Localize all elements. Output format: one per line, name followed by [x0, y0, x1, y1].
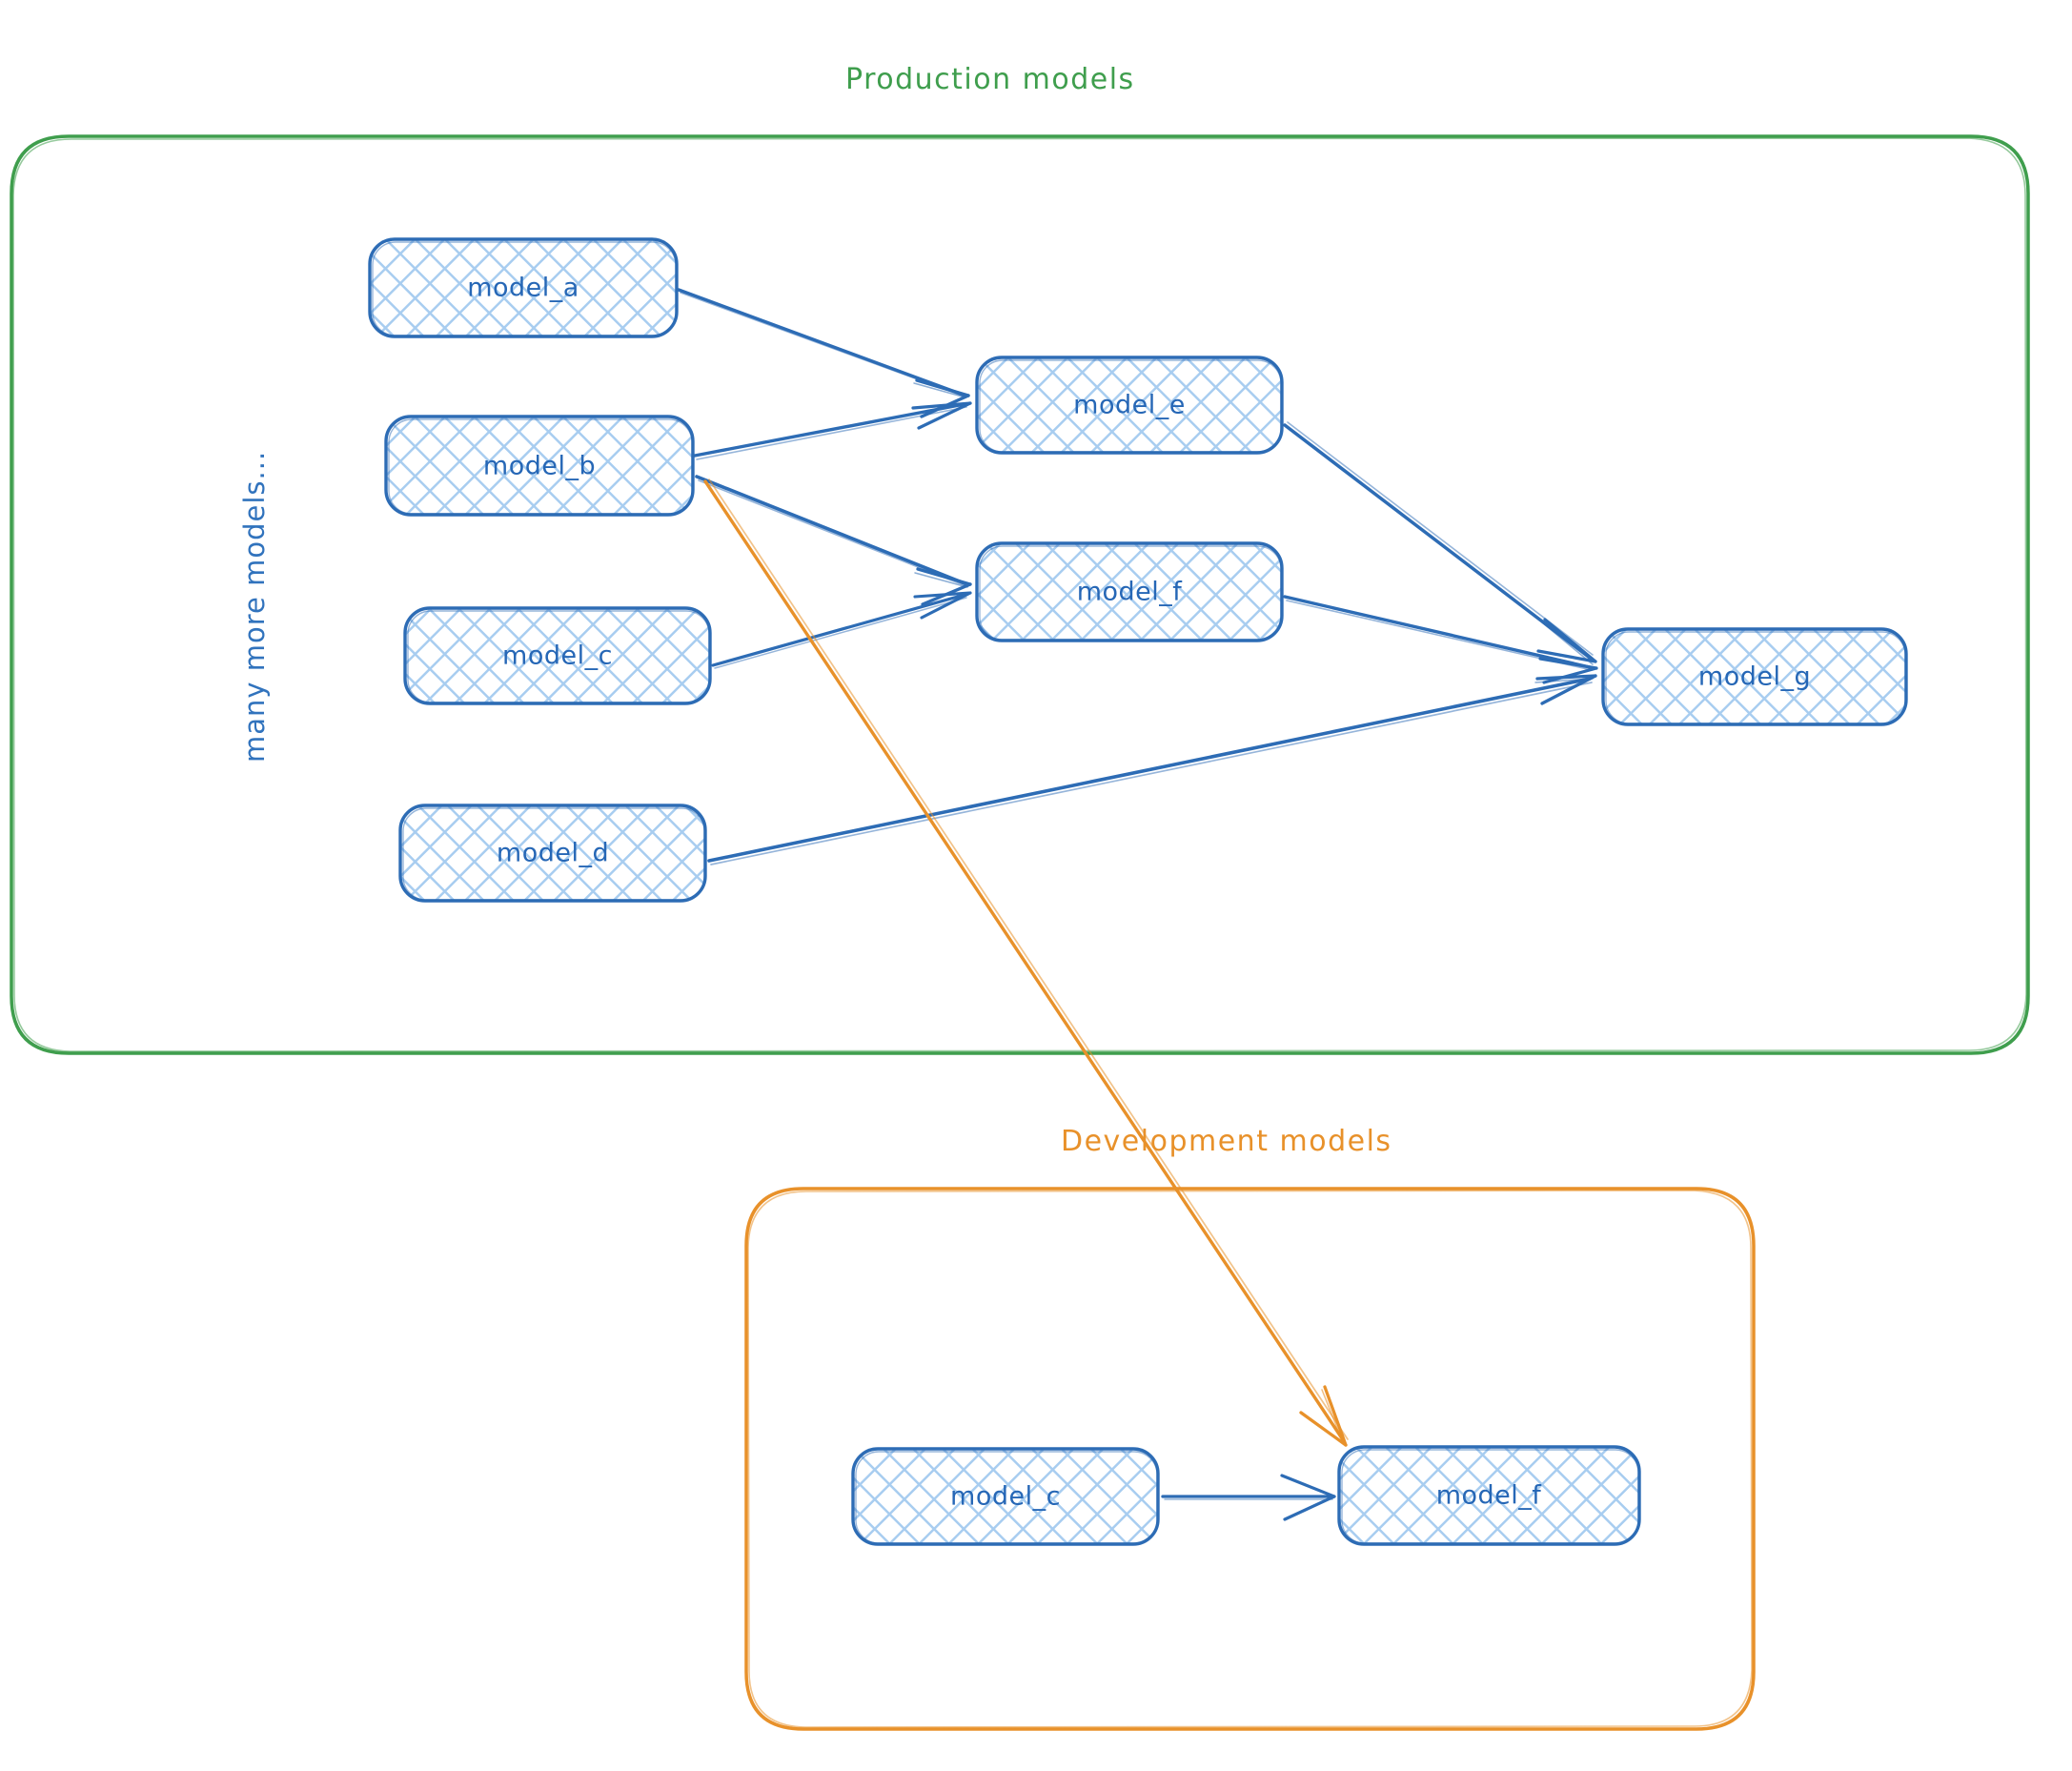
- edge-c-to-f: [711, 591, 972, 669]
- side-note-many-more-models: many more models...: [238, 450, 271, 763]
- group-container-development: [744, 1187, 1756, 1731]
- edge-a-to-e: [677, 288, 970, 418]
- node-dev-model-f[interactable]: [1337, 1445, 1641, 1546]
- edge-f-to-g: [1283, 595, 1598, 684]
- edge-e-to-g: [1283, 421, 1597, 665]
- node-prod-model-e[interactable]: [975, 356, 1284, 455]
- edge-b-to-dev-model-f: [703, 478, 1349, 1447]
- group-container-production: [10, 134, 2030, 1055]
- node-dev-model-c[interactable]: [851, 1447, 1160, 1546]
- node-prod-model-a[interactable]: [368, 237, 679, 338]
- node-prod-model-b[interactable]: [384, 415, 695, 517]
- node-prod-model-f[interactable]: [975, 541, 1284, 642]
- node-prod-model-g[interactable]: [1601, 627, 1908, 726]
- edge-b-to-e: [693, 401, 972, 460]
- edge-dev-model-c-to-dev-model-f: [1161, 1474, 1336, 1521]
- group-label-production: Production models: [845, 63, 1135, 96]
- node-prod-model-c[interactable]: [403, 606, 712, 705]
- edge-d-to-g: [707, 674, 1597, 865]
- edge-b-to-f: [695, 475, 972, 606]
- group-label-development: Development models: [1061, 1125, 1392, 1158]
- node-prod-model-d[interactable]: [398, 804, 707, 903]
